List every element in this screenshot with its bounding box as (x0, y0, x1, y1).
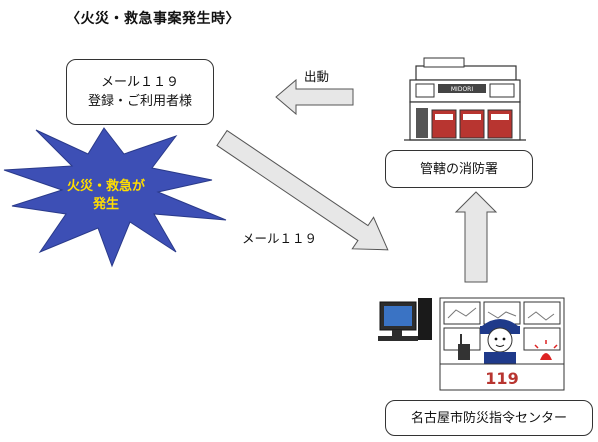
user-box-line2: 登録・ご利用者様 (87, 94, 192, 109)
command-center-box-label: 名古屋市防災指令センター (410, 410, 567, 426)
diagonal-arrow (216, 129, 389, 251)
user-box: メール１１９ 登録・ご利用者様 (66, 59, 214, 125)
fire-station-box-label: 管轄の消防署 (419, 161, 498, 177)
mail-119-label: メール１１９ (242, 231, 318, 246)
diagram-title: 〈火災・救急事案発生時〉 (66, 11, 240, 27)
up-arrow (454, 191, 498, 283)
incident-text: 火災・救急が 発生 (56, 178, 156, 214)
incident-line2: 発生 (92, 197, 119, 212)
dispatch-label: 出動 (304, 69, 330, 84)
command-center-illustration: 119 (439, 297, 565, 391)
desk-119-sign: 119 (485, 369, 518, 388)
incident-line1: 火災・救急が (66, 179, 145, 194)
fire-station-box: 管轄の消防署 (385, 150, 533, 188)
incident-burst (3, 127, 227, 268)
command-center-box: 名古屋市防災指令センター (385, 400, 593, 436)
station-sign-text: MIDORI (451, 86, 473, 93)
fire-station-illustration: MIDORI (404, 57, 526, 141)
computer-terminal-illustration (378, 298, 432, 341)
user-box-line1: メール１１９ (100, 75, 179, 90)
dispatch-arrow (275, 78, 354, 116)
